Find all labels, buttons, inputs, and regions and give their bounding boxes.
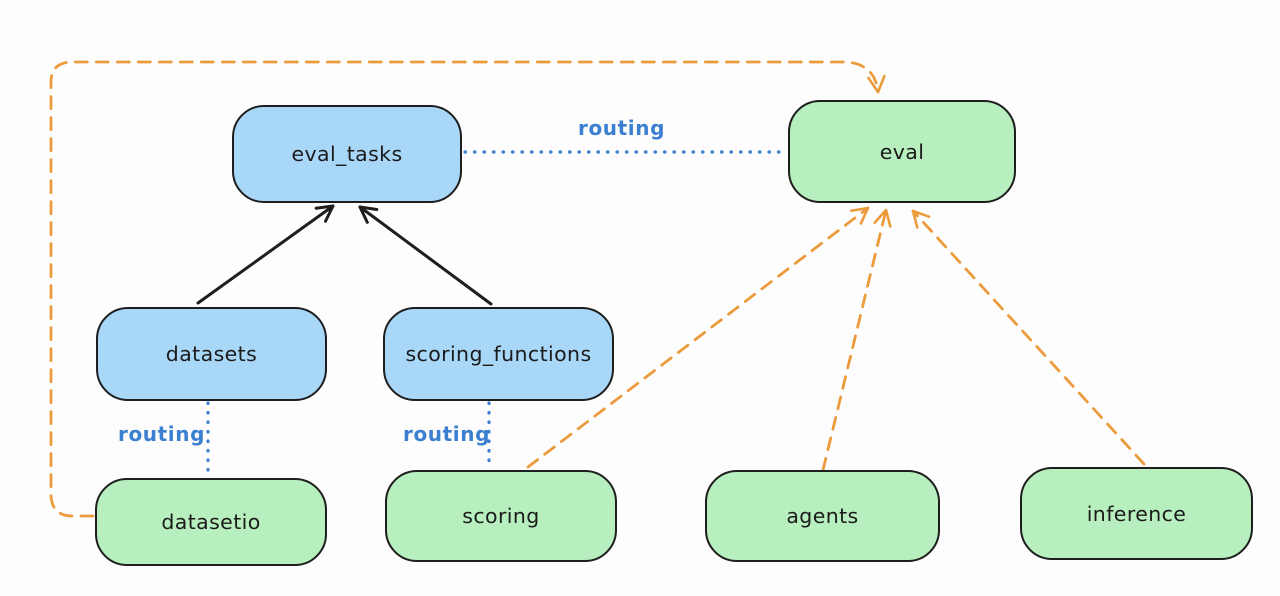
node-datasetio-label: datasetio <box>161 510 261 534</box>
routing-label-scoring-functions-scoring: routing <box>403 422 491 446</box>
edge-agents-to-eval-arrow <box>821 208 892 472</box>
node-agents-label: agents <box>786 504 859 528</box>
routing-label-eval-tasks-eval: routing <box>578 116 666 140</box>
node-eval: eval <box>788 100 1016 203</box>
node-scoring-functions-label: scoring_functions <box>405 342 592 366</box>
node-eval-tasks: eval_tasks <box>232 105 462 203</box>
node-scoring-functions: scoring_functions <box>383 307 614 401</box>
edge-scoring-to-eval-arrow <box>526 206 870 469</box>
node-inference: inference <box>1020 467 1253 560</box>
node-eval-tasks-label: eval_tasks <box>291 142 403 166</box>
node-eval-label: eval <box>879 139 925 164</box>
node-inference-label: inference <box>1086 501 1187 526</box>
node-agents: agents <box>705 470 940 562</box>
node-datasetio: datasetio <box>95 478 327 566</box>
edge-datasetio-to-eval-loop-arrow <box>49 60 886 518</box>
edge-datasets-to-eval-tasks-arrow <box>196 204 335 305</box>
node-datasets: datasets <box>96 307 327 401</box>
routing-label-datasets-datasetio: routing <box>118 422 206 446</box>
node-scoring: scoring <box>385 470 617 562</box>
node-scoring-label: scoring <box>462 504 540 528</box>
edge-scoring-functions-to-eval-tasks-arrow <box>358 205 493 306</box>
node-datasets-label: datasets <box>165 342 258 366</box>
edge-inference-to-eval-arrow <box>911 209 1146 466</box>
